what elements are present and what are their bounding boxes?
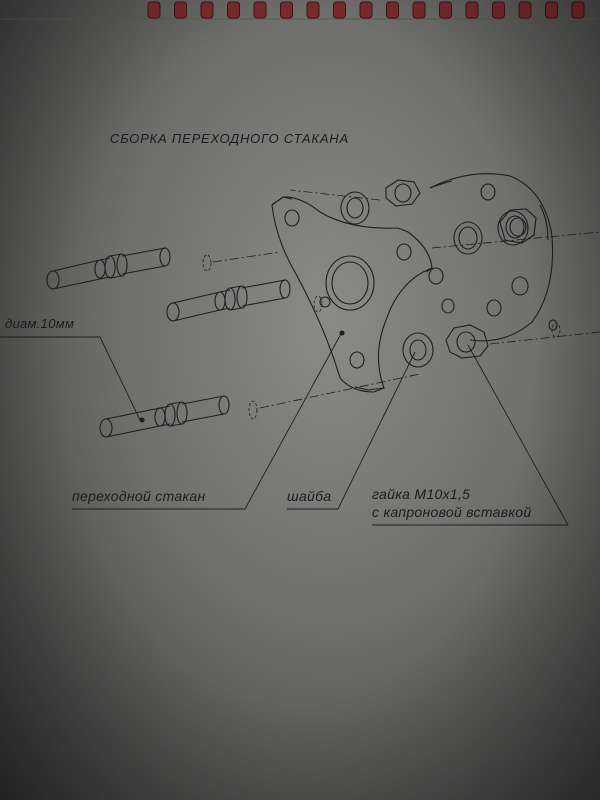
adapter-hole xyxy=(349,351,365,369)
binding-ring xyxy=(492,1,505,19)
washer xyxy=(402,332,434,368)
binding-ring xyxy=(174,1,187,19)
binding-ring xyxy=(306,1,320,19)
hub-disc-outline xyxy=(429,173,554,342)
binding-ring xyxy=(465,1,479,19)
binding-ring xyxy=(545,1,558,19)
binding-ring xyxy=(200,1,214,19)
studs xyxy=(46,247,291,438)
stud-diameter-label: диам.10мм xyxy=(5,316,75,331)
adapter-label: переходной стакан xyxy=(72,488,206,504)
hub-hole xyxy=(428,267,444,285)
washer xyxy=(340,191,370,225)
adapter-bore xyxy=(325,255,375,311)
binding-ring xyxy=(333,1,346,19)
stud xyxy=(99,395,230,438)
washer-label: шайба xyxy=(287,488,332,504)
stud xyxy=(166,279,291,322)
nut-label-line2: с капроновой вставкой xyxy=(372,504,532,520)
nuts-and-washers xyxy=(340,179,558,368)
hub-hole xyxy=(511,276,529,296)
nut-label-line1: гайка М10х1,5 xyxy=(372,486,471,502)
binding-ring xyxy=(571,1,585,19)
assembly-axes xyxy=(202,189,600,420)
nut xyxy=(445,324,489,359)
nut xyxy=(385,179,421,207)
drawing-title: СБОРКА ПЕРЕХОДНОГО СТАКАНА xyxy=(110,131,349,146)
hub-hole xyxy=(486,299,502,317)
binding-ring xyxy=(227,1,240,19)
binding-ring xyxy=(147,1,161,19)
leader-lines xyxy=(0,331,569,526)
adapter-hole xyxy=(284,209,300,227)
adapter-outline xyxy=(271,196,433,393)
hub-hole xyxy=(441,298,455,314)
binding-ring xyxy=(386,1,399,19)
binding-ring xyxy=(359,1,373,19)
binding-ring xyxy=(412,1,426,19)
hub-hole xyxy=(480,183,496,201)
binding-ring xyxy=(518,1,532,19)
binding-ring xyxy=(253,1,267,19)
adapter-hole xyxy=(396,243,412,261)
binding-ring xyxy=(280,1,293,19)
binding-ring xyxy=(439,1,452,19)
spiral-binding xyxy=(0,1,600,20)
adapter-plate xyxy=(271,196,433,393)
hub-flange xyxy=(428,173,554,342)
hub-hole xyxy=(453,221,483,255)
stud xyxy=(46,247,171,290)
